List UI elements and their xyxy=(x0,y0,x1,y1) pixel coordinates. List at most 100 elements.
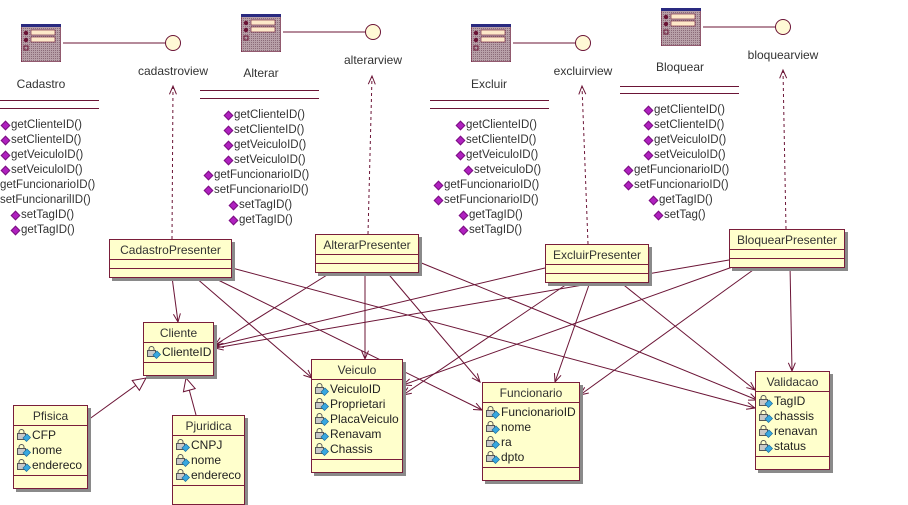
operation-item: setveiculoD() xyxy=(435,163,541,178)
interface-excluirview[interactable] xyxy=(575,35,591,51)
operation-label: getFuncionarioID() xyxy=(444,179,540,191)
attributes-compartment xyxy=(316,255,418,264)
interface-label-alterarview: alterarview xyxy=(343,53,403,67)
association-line xyxy=(171,276,179,323)
arrowhead xyxy=(213,340,224,348)
attribute-label: PlacaVeiculo xyxy=(330,412,399,426)
operation-item: getClienteID() xyxy=(0,118,95,133)
operations-compartment xyxy=(316,264,418,272)
class-cadastro-presenter[interactable]: CadastroPresenter xyxy=(109,239,232,278)
private-attribute-icon xyxy=(176,454,190,467)
dependency-line xyxy=(581,85,589,245)
operation-icon xyxy=(623,180,634,191)
operation-label: setFuncionarioID() xyxy=(214,184,309,196)
operation-icon xyxy=(203,170,214,181)
operation-icon xyxy=(223,110,234,121)
generalization-line xyxy=(87,384,137,421)
attributes-compartment xyxy=(110,260,231,269)
operation-item: getFuncionarioID() xyxy=(433,178,541,193)
class-excluir-presenter[interactable]: ExcluirPresenter xyxy=(545,244,649,283)
form-icon-excluir[interactable] xyxy=(470,23,512,63)
form-icon-bloquear[interactable] xyxy=(660,7,702,47)
arrowhead xyxy=(172,313,181,324)
attribute-label: CNPJ xyxy=(191,438,223,452)
form-icon-alterar[interactable] xyxy=(240,13,282,53)
operation-label: getClienteID() xyxy=(654,104,725,116)
private-attribute-icon xyxy=(315,428,329,441)
class-bloquear-presenter[interactable]: BloquearPresenter xyxy=(729,229,845,268)
interface-cadastroview[interactable] xyxy=(165,35,181,51)
attribute-label: ClienteID xyxy=(162,345,212,359)
dependency-arrowhead xyxy=(578,84,587,95)
class-alterar-presenter[interactable]: AlterarPresenter xyxy=(315,234,419,273)
attribute-label: dpto xyxy=(501,450,525,464)
generalization-arrowhead xyxy=(182,376,197,393)
operation-item: setClienteID() xyxy=(625,118,729,133)
separator xyxy=(620,86,739,87)
operations-bloquearview: getClienteID()setClienteID()getVeiculoID… xyxy=(623,103,729,223)
operation-icon xyxy=(10,210,21,221)
operation-item: setFuncionarioID() xyxy=(623,178,729,193)
private-attribute-icon xyxy=(486,406,500,419)
operation-item: getTagID() xyxy=(435,208,541,223)
association-line xyxy=(214,259,730,349)
form-label-cadastro: Cadastro xyxy=(16,77,66,91)
attribute-label: nome xyxy=(501,420,532,434)
attribute-item: Proprietari xyxy=(315,397,399,412)
operation-item: setFuncionarioID() xyxy=(433,193,541,208)
operation-item: getFuncionarioID() xyxy=(623,163,729,178)
private-attribute-icon xyxy=(759,395,773,408)
attribute-item: Renavam xyxy=(315,427,399,442)
separator xyxy=(620,93,739,94)
association-line xyxy=(579,264,761,396)
operation-icon xyxy=(455,150,466,161)
operation-item: setVeiculoID() xyxy=(0,163,95,178)
operations-compartment xyxy=(312,460,402,472)
operation-item: getFuncionarioID() xyxy=(0,178,95,193)
association-line xyxy=(214,267,546,347)
operation-label: getTagID() xyxy=(239,214,293,226)
form-label-alterar: Alterar xyxy=(243,66,279,80)
private-attribute-icon xyxy=(486,421,500,434)
attribute-label: Chassis xyxy=(330,442,373,456)
arrowhead xyxy=(472,402,484,411)
separator xyxy=(0,100,99,101)
attribute-item: TagID xyxy=(759,394,826,409)
arrowhead xyxy=(213,337,224,346)
operation-icon xyxy=(10,225,21,236)
operations-compartment xyxy=(730,259,844,267)
operation-item: setClienteID() xyxy=(0,133,95,148)
interface-bloquearview[interactable] xyxy=(775,19,791,35)
operation-label: setClienteID() xyxy=(11,134,82,146)
interface-label-bloquearview: bloquearview xyxy=(747,48,819,62)
operations-compartment xyxy=(144,363,213,375)
operation-item: getVeiculoID() xyxy=(205,138,309,153)
operation-item: setFuncionarilID() xyxy=(0,193,95,208)
operation-item: getTagID() xyxy=(625,193,729,208)
operation-label: setFuncionarilID() xyxy=(0,194,91,206)
private-attribute-icon xyxy=(759,440,773,453)
operation-label: getFuncionarioID() xyxy=(214,169,310,181)
class-cliente[interactable]: Cliente ClienteID xyxy=(143,322,214,376)
operation-item: getClienteID() xyxy=(625,103,729,118)
operation-icon xyxy=(433,180,444,191)
operation-item: getFuncionarioID() xyxy=(203,168,310,183)
attribute-label: chassis xyxy=(774,409,815,423)
class-name: CadastroPresenter xyxy=(110,240,231,260)
operations-compartment xyxy=(110,269,231,277)
private-attribute-icon xyxy=(176,469,190,482)
private-attribute-icon xyxy=(17,459,31,472)
operation-label: getClienteID() xyxy=(466,119,537,131)
operation-label: setTagID() xyxy=(21,209,75,221)
attributes-compartment: ClienteID xyxy=(144,343,213,363)
form-icon-cadastro[interactable] xyxy=(20,23,62,63)
interface-alterarview[interactable] xyxy=(365,24,381,40)
